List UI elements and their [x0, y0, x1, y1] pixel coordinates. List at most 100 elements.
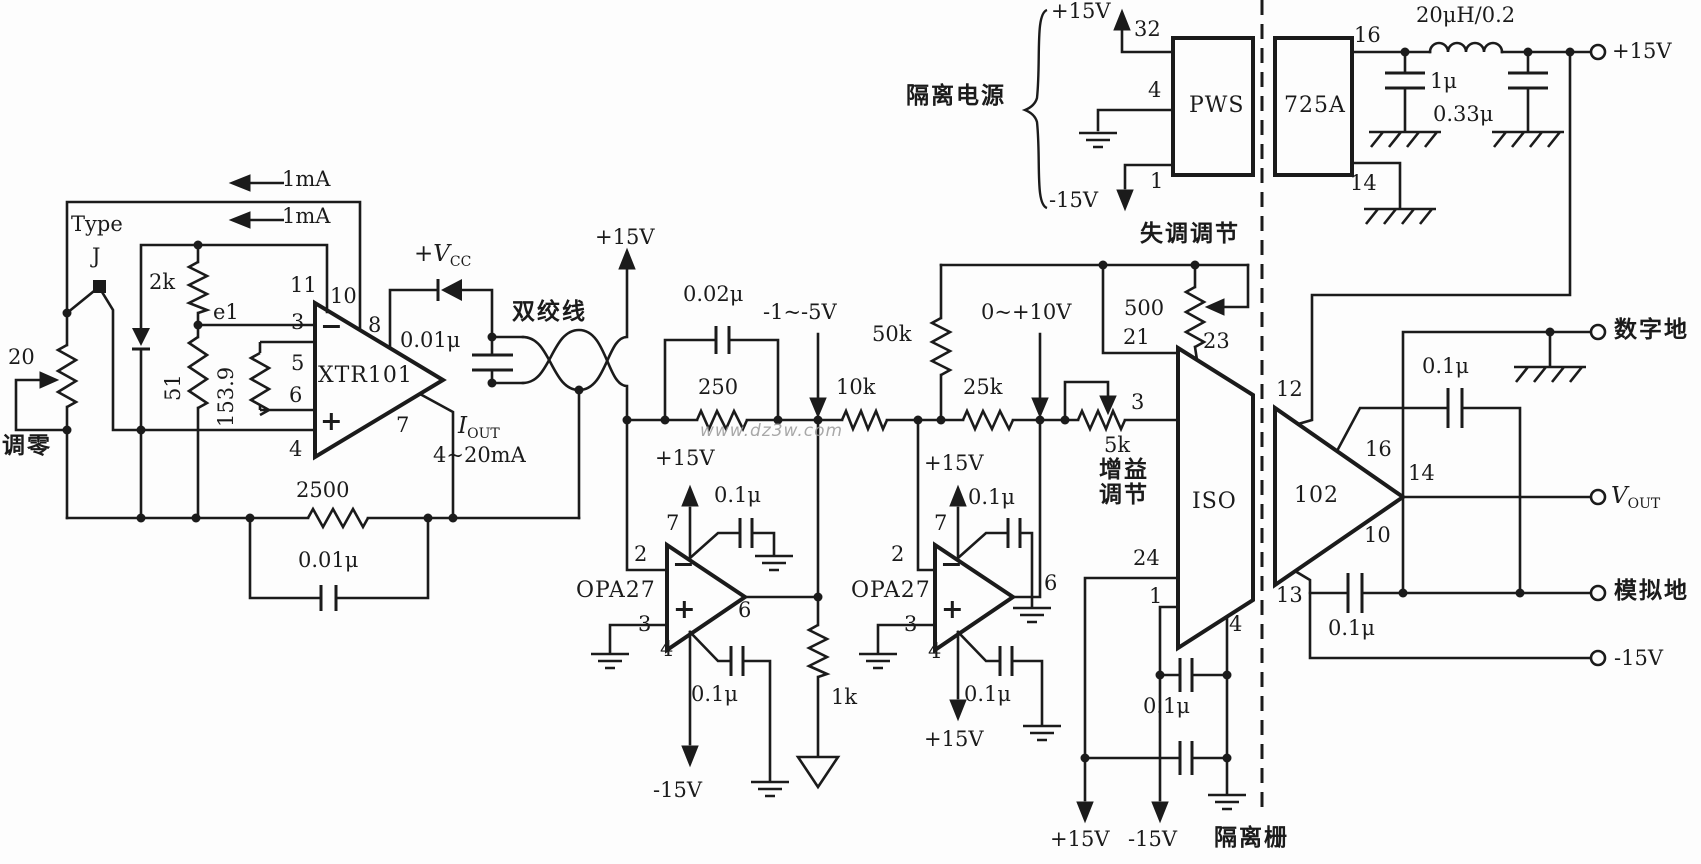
terminal-dgnd — [1589, 323, 1607, 341]
label-op1-c01b: 0.1μ — [691, 682, 739, 706]
label-c001-pair: 0.01μ — [400, 328, 461, 352]
label-c001-bottom: 0.01μ — [298, 548, 359, 572]
gnd-op1-pin7 — [755, 554, 793, 572]
label-r25k: 25k — [963, 375, 1003, 399]
terminal-p15 — [1589, 43, 1607, 61]
label-op1-pin4: 4 — [660, 637, 674, 661]
label-xtr-plus: + — [320, 406, 343, 437]
label-pws-pin1: 1 — [1150, 169, 1164, 193]
r500-wiper — [1220, 263, 1250, 309]
iso-pin24-wire — [1083, 576, 1180, 802]
op2-output — [1011, 418, 1042, 599]
ic-outlines — [313, 36, 1407, 654]
label-c002: 0.02μ — [683, 282, 744, 306]
resistor-51 — [186, 335, 210, 410]
label-e1: e1 — [213, 300, 239, 324]
capacitors — [319, 71, 1548, 775]
label-xtr-pin8: 8 — [368, 313, 382, 337]
label-op1-pin3: 3 — [638, 612, 652, 636]
iso-pin21-wire — [1101, 263, 1180, 355]
thermocouple-leads — [65, 285, 317, 432]
arrow-op1-p15-up — [681, 484, 699, 507]
label-pot20: 20 — [8, 345, 35, 369]
terminal-m15 — [1589, 649, 1607, 667]
label-op2-pin6: 6 — [1044, 571, 1058, 595]
label-r153: 153.9 — [214, 366, 238, 427]
arrow-500-wiper — [1204, 298, 1225, 316]
opa27-2-triangle — [933, 541, 1017, 654]
label-psu-m15: -15V — [1049, 188, 1098, 212]
cap-op1-pin7 — [738, 518, 754, 548]
inductor-20uh — [1428, 41, 1504, 54]
label-102-pin16: 16 — [1365, 437, 1392, 461]
label-xtr-pin5: 5 — [291, 351, 305, 375]
op1-pin7-wires — [688, 506, 776, 560]
label-type: Type — [71, 212, 123, 236]
op1-pin4-wires — [688, 630, 772, 782]
label-op2-c01b: 0.1μ — [964, 682, 1012, 706]
label-vout-sub: OUT — [1627, 496, 1661, 512]
label-102-pin13: 13 — [1276, 583, 1303, 607]
label-vcc: +VCC — [414, 242, 471, 270]
label-p15-pair: +15V — [595, 225, 655, 249]
label-vnode1: -1~-5V — [763, 300, 837, 324]
label-iout-main: I — [458, 413, 468, 439]
op1-pin2-wire — [625, 418, 669, 572]
arrow-vnode2-down — [1031, 397, 1049, 419]
gnd-iso-pin4 — [1208, 793, 1246, 811]
label-725a-pin14: 14 — [1350, 171, 1377, 195]
label-analog-gnd: 模拟地 — [1614, 578, 1689, 604]
resistor-25k — [961, 407, 1015, 433]
label-xtr-pin6: 6 — [289, 383, 303, 407]
arrow-5k-wiper — [1099, 395, 1117, 416]
label-op2-pin7: 7 — [934, 511, 948, 535]
cap-102-bottom — [1346, 573, 1364, 613]
label-op1-m15: -15V — [653, 778, 702, 802]
comp-diode — [132, 328, 150, 346]
pot20-wiper-loop — [14, 378, 69, 432]
xtr101-triangle — [313, 299, 447, 461]
label-twisted-pair: 双绞线 — [512, 299, 587, 325]
label-op2-p15b: +15V — [924, 727, 984, 751]
gnd-hatch-033u — [1492, 130, 1564, 148]
psu-brace — [1021, 8, 1048, 210]
label-102-pin10: 10 — [1364, 523, 1391, 547]
arrow-vnode1-down — [809, 397, 827, 419]
label-op1-part: OPA27 — [576, 578, 656, 603]
resistor-10k — [840, 407, 889, 433]
amp102-triangle — [1273, 404, 1407, 589]
label-r50k: 50k — [872, 322, 912, 346]
label-op2-part: OPA27 — [851, 578, 931, 603]
label-r10k: 10k — [836, 375, 876, 399]
current-loop-inner — [139, 243, 329, 330]
reg725a-box — [1273, 36, 1354, 177]
c001-loop — [248, 516, 430, 600]
label-r250: 250 — [698, 375, 739, 399]
cap-001u-bottom — [319, 585, 338, 611]
m15-line — [1293, 569, 1593, 660]
iso-amp-shape — [1176, 344, 1255, 652]
label-102-pin12: 12 — [1276, 377, 1303, 401]
grounds — [591, 130, 1586, 811]
cap-033u — [1508, 71, 1548, 90]
cap-op2-pin4 — [998, 646, 1014, 676]
iso-pin1-wire — [1158, 605, 1180, 802]
label-gain-1: 增益 — [1099, 457, 1149, 483]
label-iout-range: 4~20mA — [433, 443, 526, 467]
label-r51: 51 — [161, 374, 185, 401]
label-xtr-pin4: 4 — [289, 437, 303, 461]
label-102-c01b: 0.1μ — [1328, 616, 1376, 640]
thermocouple-junction — [93, 280, 106, 293]
pws-pin4-wire — [1096, 108, 1175, 132]
label-op1-p15: +15V — [655, 446, 715, 470]
label-102-pin14: 14 — [1408, 461, 1435, 485]
label-iso-pin21: 21 — [1123, 325, 1150, 349]
reg-pin14-wire — [1350, 161, 1402, 209]
label-op1-pin2: 2 — [634, 542, 648, 566]
label-1ma-2: 1mA — [282, 204, 331, 228]
label-c1u: 1μ — [1430, 69, 1458, 93]
label-op2-plus: + — [941, 594, 964, 625]
label-102-c01a: 0.1μ — [1422, 354, 1470, 378]
